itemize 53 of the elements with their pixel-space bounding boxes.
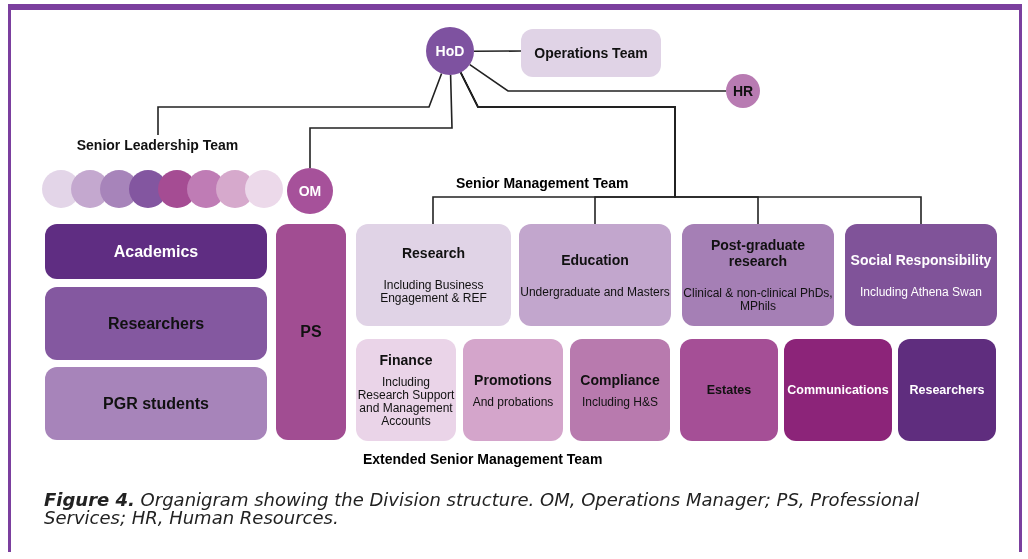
team-box <box>680 339 778 441</box>
team-box <box>570 339 670 441</box>
node-title: Senior Leadership Team <box>76 137 239 153</box>
node-title: Promotions <box>474 371 552 388</box>
node-title: Social Responsibility <box>850 251 992 268</box>
node-title: Post-graduate research <box>709 237 807 269</box>
node-description: Including Research Support and Management Accounts <box>356 376 456 428</box>
figure-caption: Figure 4. Organigram showing the Division structure. OM, Operations Manager; PS, Professional Services; HR, Human Resources. <box>44 491 921 527</box>
node-title: Academics <box>113 243 199 260</box>
team-box <box>45 224 267 279</box>
node-title: Finance <box>379 352 433 368</box>
team-box <box>276 224 346 440</box>
group-label: Extended Senior Management Team <box>363 451 603 467</box>
team-box <box>898 339 996 441</box>
node-title: Researchers <box>107 315 205 332</box>
node-title: HR <box>732 83 754 99</box>
team-box <box>45 287 267 360</box>
team-box <box>519 224 671 326</box>
node-description: Clinical & non-clinical PhDs, MPhils <box>682 287 834 313</box>
node-title: Education <box>561 251 629 268</box>
node-title: PGR students <box>103 395 209 412</box>
node-title: Compliance <box>580 371 660 388</box>
node-title: Researchers <box>909 382 985 398</box>
connector-line <box>469 63 727 92</box>
node-description: Including H&S <box>581 395 658 409</box>
team-box <box>521 29 661 77</box>
role-circle <box>426 27 474 75</box>
team-box <box>356 224 511 326</box>
node-description: Including Business Engagement & REF <box>379 279 488 305</box>
circle-marker <box>245 170 283 208</box>
node-title: Research <box>401 245 465 261</box>
node-title: Estates <box>706 382 752 398</box>
team-box <box>356 339 456 441</box>
role-circle <box>726 74 760 108</box>
node-title: Operations Team <box>534 45 648 61</box>
node-description: Including Athena Swan <box>859 285 983 299</box>
node-title: Communications <box>787 382 889 398</box>
node-title: OM <box>298 183 322 199</box>
node-title: PS <box>300 324 322 340</box>
team-box <box>463 339 563 441</box>
connector-line <box>309 74 453 169</box>
group-label: Senior Management Team <box>456 175 629 191</box>
team-box <box>784 339 892 441</box>
node-description: And probations <box>472 395 554 409</box>
team-box <box>845 224 997 326</box>
node-description: Undergraduate and Masters <box>520 285 670 299</box>
role-circle <box>287 168 333 214</box>
connector-line <box>459 71 922 225</box>
node-title: HoD <box>435 43 465 59</box>
team-box <box>45 367 267 440</box>
team-box <box>682 224 834 326</box>
connector-line <box>473 50 522 53</box>
connector-line <box>157 72 443 136</box>
